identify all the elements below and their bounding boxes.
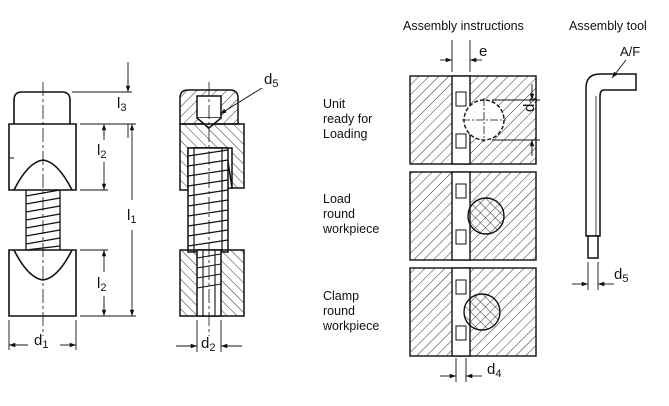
- step-line: Clamp: [323, 289, 360, 303]
- step-clamp-workpiece: Clamp round workpiece: [323, 289, 379, 334]
- dim-d3: d3: [521, 97, 540, 112]
- dim-d5-section: d5: [264, 71, 279, 90]
- assembly-tool-header: Assembly tool: [569, 19, 647, 33]
- step-line: ready for: [323, 112, 373, 126]
- dim-af: A/F: [620, 44, 641, 59]
- step-line: round: [323, 304, 355, 318]
- assembly-panels: [409, 75, 537, 357]
- assembly-dims: [440, 40, 540, 382]
- step-line: round: [323, 207, 355, 221]
- dim-l1: l1: [127, 207, 137, 226]
- step-load-workpiece: Load round workpiece: [323, 192, 379, 237]
- dim-d2: d2: [201, 335, 216, 354]
- step-ready-for-loading: Unit ready for Loading: [323, 97, 372, 142]
- section-dims: [176, 87, 263, 352]
- dim-l2-top: l2: [97, 142, 107, 161]
- dim-d5-tool: d5: [614, 266, 629, 285]
- external-dims: [8, 62, 136, 350]
- tool-dims: [572, 59, 627, 290]
- dim-l2-bottom: l2: [97, 275, 107, 294]
- step-line: Unit: [323, 97, 346, 111]
- hex-key-tool: [585, 73, 637, 259]
- assembly-instructions-header: Assembly instructions: [403, 19, 524, 33]
- step-line: Load: [323, 192, 351, 206]
- dim-l3: l3: [117, 95, 127, 114]
- step-line: workpiece: [323, 222, 380, 236]
- external-view: [8, 82, 77, 336]
- dim-e: e: [479, 43, 488, 60]
- step-line: workpiece: [323, 319, 380, 333]
- dim-d4: d4: [487, 361, 502, 380]
- section-view: [179, 82, 245, 336]
- dim-d1: d1: [34, 332, 49, 351]
- step-line: Loading: [323, 127, 368, 141]
